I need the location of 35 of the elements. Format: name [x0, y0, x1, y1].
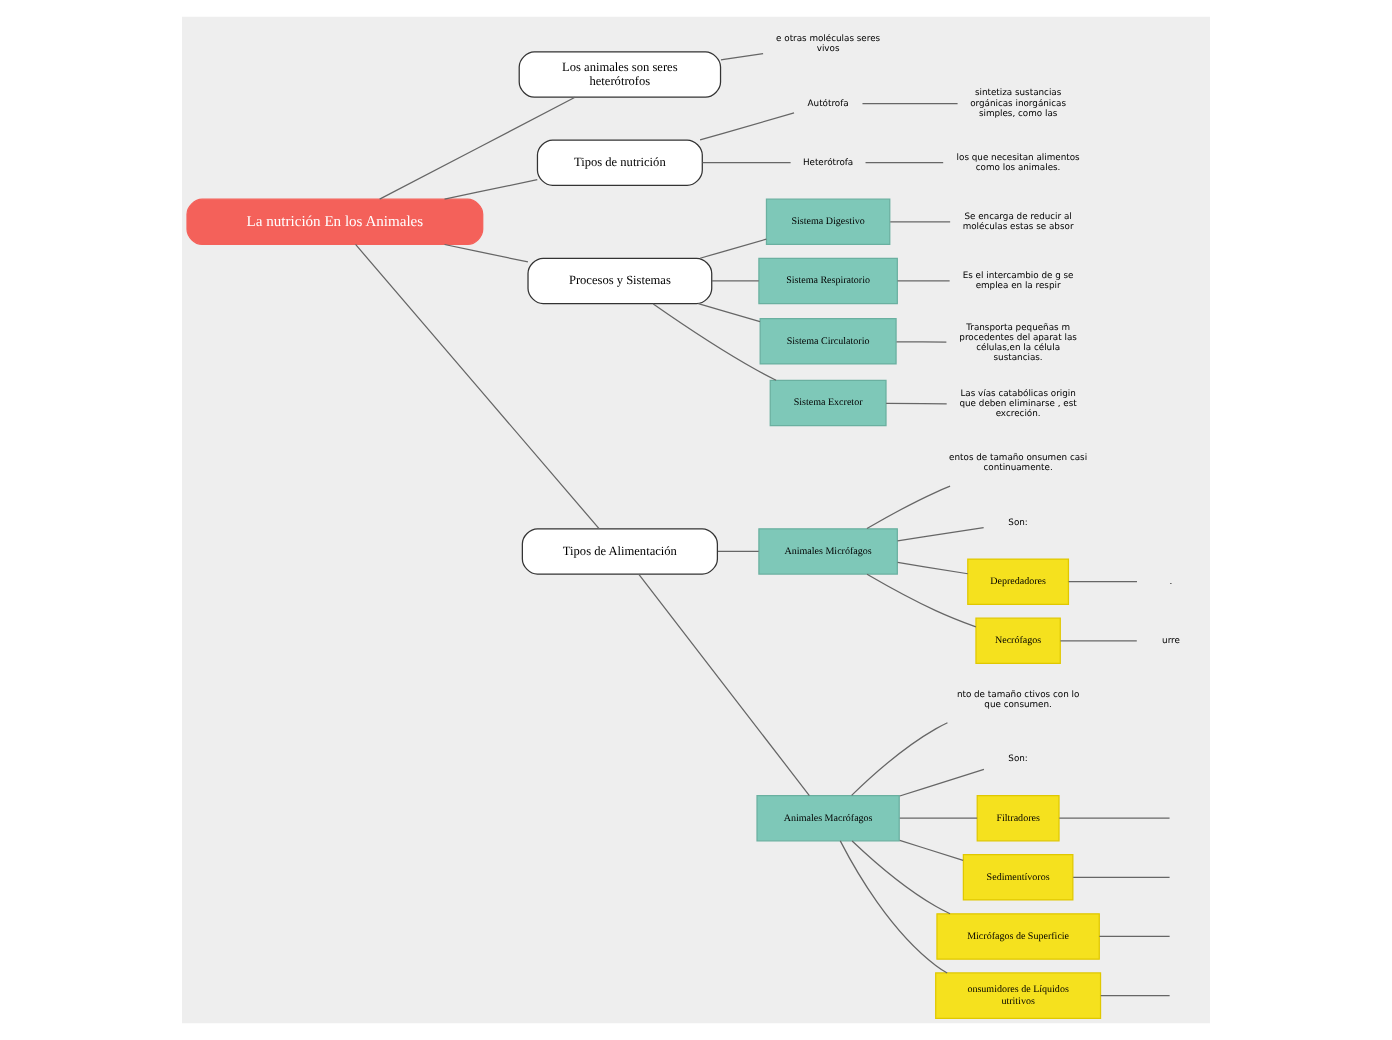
connector [1100, 995, 1171, 997]
connector [701, 162, 792, 164]
connector [638, 573, 810, 797]
connector [889, 221, 951, 223]
connector [697, 302, 761, 323]
connector [1067, 581, 1138, 583]
connector [1058, 817, 1171, 819]
connector [1059, 640, 1138, 642]
connector [443, 243, 529, 263]
connector [885, 402, 948, 405]
connector [354, 243, 600, 530]
connector [699, 112, 795, 141]
connector [899, 768, 985, 797]
connector [866, 573, 977, 628]
connector [1098, 935, 1171, 938]
connector [899, 839, 964, 862]
connector [652, 303, 777, 381]
connector [866, 485, 951, 530]
connector [717, 550, 760, 553]
connector [379, 96, 576, 200]
connector [851, 840, 951, 915]
connector [1072, 876, 1171, 878]
connector [711, 280, 760, 282]
connector [899, 817, 978, 819]
connector [861, 102, 959, 105]
connector [443, 179, 538, 200]
connector [864, 162, 944, 164]
connector [720, 53, 764, 61]
connector [699, 238, 767, 259]
connector [896, 561, 969, 575]
connector [896, 280, 951, 282]
connector [895, 341, 947, 343]
connector [851, 722, 949, 796]
connector [896, 527, 985, 542]
connector [839, 840, 948, 974]
